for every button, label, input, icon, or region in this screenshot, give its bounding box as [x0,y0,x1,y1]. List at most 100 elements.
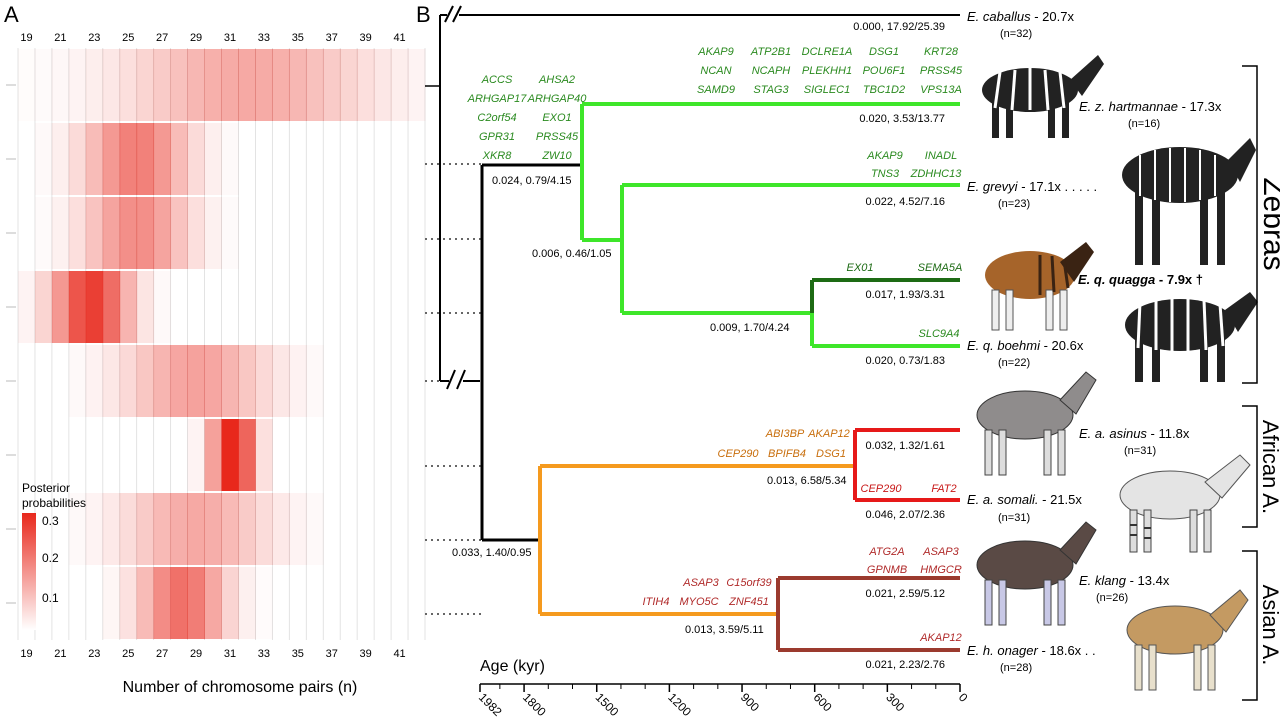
heatmap-cell [153,345,172,417]
legend-tick-01: 0.1 [42,591,59,605]
heatmap-cell [102,49,121,121]
heatmap-cell [119,567,138,639]
heatmap-tick-label: 41 [393,648,405,660]
asian-group-label: Asian A. [1258,585,1280,666]
boehmi-n: (n=22) [998,357,1030,369]
heatmap-cell [272,493,290,565]
heatmap-cell [204,493,222,565]
heatmap-cell [238,345,256,417]
heatmap-cell [102,123,121,195]
gene-label: PRSS45 [536,131,579,143]
klang-n: (n=26) [1096,592,1128,604]
heatmap-cell [289,345,307,417]
heatmap-cell [187,419,205,491]
klang-stats: 0.021, 2.59/5.12 [865,588,945,600]
heatmap-tick-label: 33 [258,648,270,660]
tip-stats: 0.000, 17.92/25.39 0.020, 3.53/13.77 0.0… [853,21,945,671]
heatmap-cell [136,197,155,269]
heatmap-cells [18,49,426,639]
heatmap-tick-label: 35 [292,648,304,660]
gene-label: ITIH4 [643,596,670,608]
gene-label: C15orf39 [726,577,771,589]
tip-labels: E. caballus - 20.7x (n=32) E. z. hartman… [967,9,1222,674]
grevyi-label: E. grevyi - 17.1x . . . . . [967,179,1097,194]
heatmap-cell [136,493,155,565]
gene-labels: ACCS ARHGAP17 C2orf54 GPR31 XKR8 AHSA2 A… [467,46,963,644]
heatmap-cell [221,493,239,565]
age-tick-label: 600 [811,690,835,714]
gene-label: FAT2 [931,483,956,495]
heatmap-cell [204,49,222,121]
heatmap-cell [255,493,273,565]
gene-label: POU6F1 [863,65,906,77]
heatmap-cell [408,49,426,121]
somali-gene-labels: CEP290 FAT2 [861,483,957,495]
onager-label: E. h. onager - 18.6x . . [967,643,1096,658]
heatmap-cell [34,271,53,343]
heatmap-cell [221,345,239,417]
axis-break-marks [444,5,466,390]
panel-a-letter: A [4,2,19,27]
panel-b-letter: B [416,2,431,27]
heatmap-cell [255,49,273,121]
asinus-label: E. a. asinus - 11.8x [1079,426,1190,441]
heatmap-tick-label: 25 [122,32,134,44]
gene-label: HMGCR [920,564,962,576]
gene-label: PRSS45 [920,65,963,77]
heatmap-cell [170,49,188,121]
heatmap-cell [204,419,222,491]
heatmap-cell [221,419,239,491]
heatmap-cell [222,197,239,269]
heatmap-cell [85,49,104,121]
gene-label: STAG3 [753,84,789,96]
onager-stats: 0.021, 2.23/2.76 [865,659,945,671]
heatmap-tick-label: 21 [54,648,66,660]
gene-label: SEMA5A [918,262,963,274]
gene-label: AHSA2 [538,74,575,86]
gene-label: GPNMB [867,564,907,576]
gene-label: SIGLEC1 [804,84,850,96]
quagga-stats: 0.017, 1.93/3.31 [865,289,945,301]
gene-label: GPR31 [479,131,515,143]
african-gene-labels: ABI3BP AKAP12 CEP290 BPIFB4 DSG1 [718,428,850,460]
boehmi-label: E. q. boehmi - 20.6x [967,338,1084,353]
heatmap-tick-label: 21 [54,32,66,44]
heatmap-cell [340,49,358,121]
heatmap-tick-label: 33 [258,32,270,44]
onager-image [1126,589,1249,691]
gene-label: CEP290 [718,448,760,460]
heatmap-cell [221,567,239,639]
heatmap-cell [35,197,52,269]
gene-label: ATP2B1 [750,46,791,58]
african-node-label: 0.013, 6.58/5.34 [767,475,847,487]
heatmap-tick-label: 25 [122,648,134,660]
heatmap-tick-label: 37 [326,32,338,44]
heatmap-cell [119,271,138,343]
heatmap-tick-label: 39 [360,32,372,44]
gene-label: ASAP3 [922,546,959,558]
heatmap-cell [136,49,155,121]
heatmap-cell [68,123,87,195]
gene-label: ATG2A [868,546,904,558]
heatmap-cell [170,567,188,639]
heatmap-cell [238,493,256,565]
hartmannae-n: (n=16) [1128,118,1160,130]
heatmap-cell [170,197,188,269]
heatmap-cell [35,123,52,195]
heatmap-cell [119,493,138,565]
heatmap-tick-label: 35 [292,32,304,44]
gene-label: KRT28 [924,46,959,58]
heatmap-cell [306,345,323,417]
heatmap-tick-label: 41 [393,32,405,44]
asian-gene-labels: ATG2A ASAP3 GPNMB HMGCR ASAP3 C15orf39 I… [643,546,962,644]
gene-label: ZW10 [541,150,572,162]
caballus-n: (n=32) [1000,28,1032,40]
hartmannae-stats: 0.020, 3.53/13.77 [859,113,945,125]
age-tick-label: 0 [956,690,971,705]
phylogenetic-tree [439,14,960,652]
heatmap-cell [69,345,86,417]
heatmap-cell [85,271,104,343]
asinus-stats: 0.032, 1.32/1.61 [865,440,945,452]
heatmap-cell [221,49,239,121]
